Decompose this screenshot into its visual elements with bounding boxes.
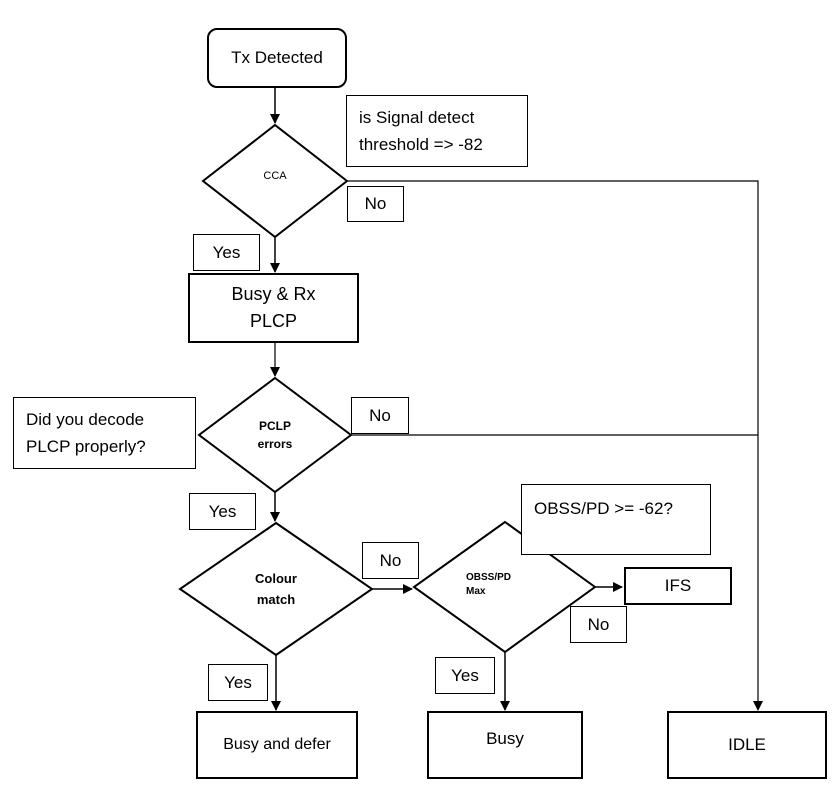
- obss-no-label: No: [570, 606, 627, 643]
- tx-detected-node: Tx Detected: [207, 28, 347, 88]
- cca-no-label: No: [347, 186, 404, 222]
- busy-and-defer-label: Busy and defer: [223, 736, 331, 753]
- idle-node: IDLE: [667, 711, 827, 779]
- colour-no-label: No: [362, 542, 419, 579]
- colour-match-label: Colour match: [255, 571, 297, 607]
- busy-rx-plcp-label: Busy & Rx PLCP: [231, 284, 316, 331]
- colour-yes-label: Yes: [208, 664, 268, 701]
- busy-rx-plcp-node: Busy & Rx PLCP: [188, 273, 359, 343]
- cca-yes-label: Yes: [193, 234, 260, 271]
- ifs-label: IFS: [664, 576, 692, 595]
- cca-label: CCA: [263, 170, 287, 182]
- pclp-errors-label: PCLP errors: [257, 419, 293, 451]
- pclp-yes-label: Yes: [189, 493, 256, 530]
- decode-plcp-callout: Did you decode PLCP properly?: [13, 397, 196, 469]
- ifs-node: IFS: [624, 567, 732, 605]
- busy-label: Busy: [486, 729, 524, 748]
- obss-pd-max-label: OBSS/PD Max: [466, 572, 512, 597]
- edge-cca-no-to-idle: [347, 180, 763, 711]
- idle-label: IDLE: [728, 735, 766, 754]
- pclp-no-label: No: [351, 397, 409, 434]
- tx-detected-label: Tx Detected: [231, 48, 323, 67]
- signal-detect-callout: is Signal detect threshold => -82: [346, 95, 528, 167]
- obss-yes-label: Yes: [435, 657, 495, 694]
- obss-pd-callout: OBSS/PD >= -62?: [521, 484, 711, 555]
- busy-and-defer-node: Busy and defer: [196, 711, 358, 779]
- busy-node: Busy: [427, 711, 583, 779]
